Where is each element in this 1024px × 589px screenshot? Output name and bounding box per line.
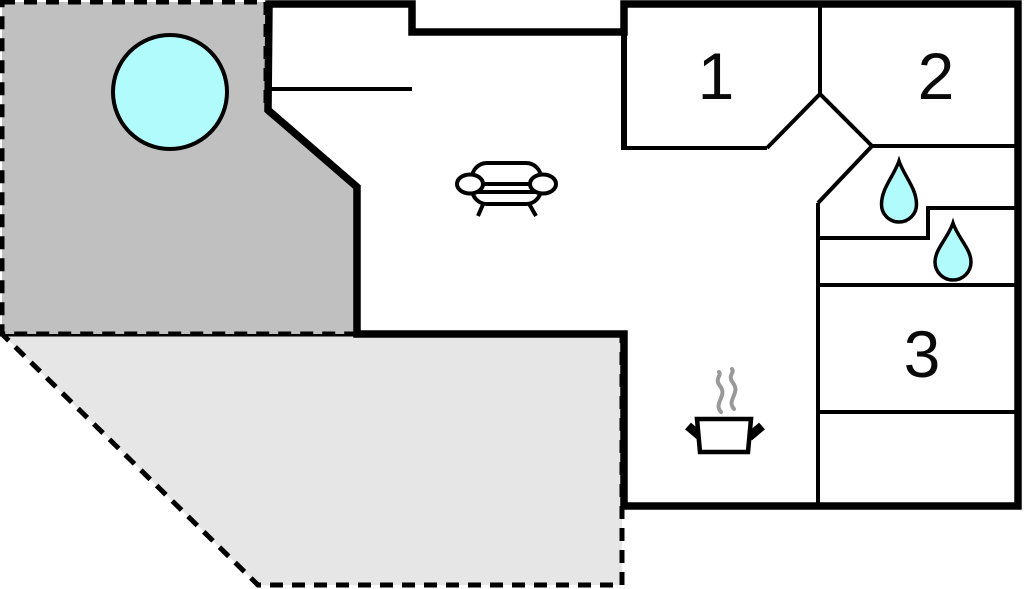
sofa-icon (455, 161, 558, 217)
hot-tub-icon (111, 33, 229, 151)
steam-line (728, 367, 738, 411)
building-exterior-walls (264, 0, 1022, 510)
interior-walls (268, 6, 1020, 505)
bathroom-diagonal-wall (816, 144, 874, 205)
water-drop-icon (879, 155, 919, 224)
building (264, 0, 1022, 510)
steam-lines (715, 367, 738, 414)
room-3-label: 3 (904, 317, 941, 391)
cooking-pot-icon (685, 367, 765, 455)
sofa-armrest (455, 172, 485, 196)
pot-body (694, 416, 754, 455)
steam-line (715, 370, 725, 414)
water-drop-icon (933, 217, 973, 282)
bathroom-step-wall (817, 206, 1020, 240)
sofa-armrest (528, 172, 558, 196)
room-1-label: 1 (698, 39, 735, 113)
terrace-area (0, 331, 625, 588)
room-2-label: 2 (918, 39, 955, 113)
